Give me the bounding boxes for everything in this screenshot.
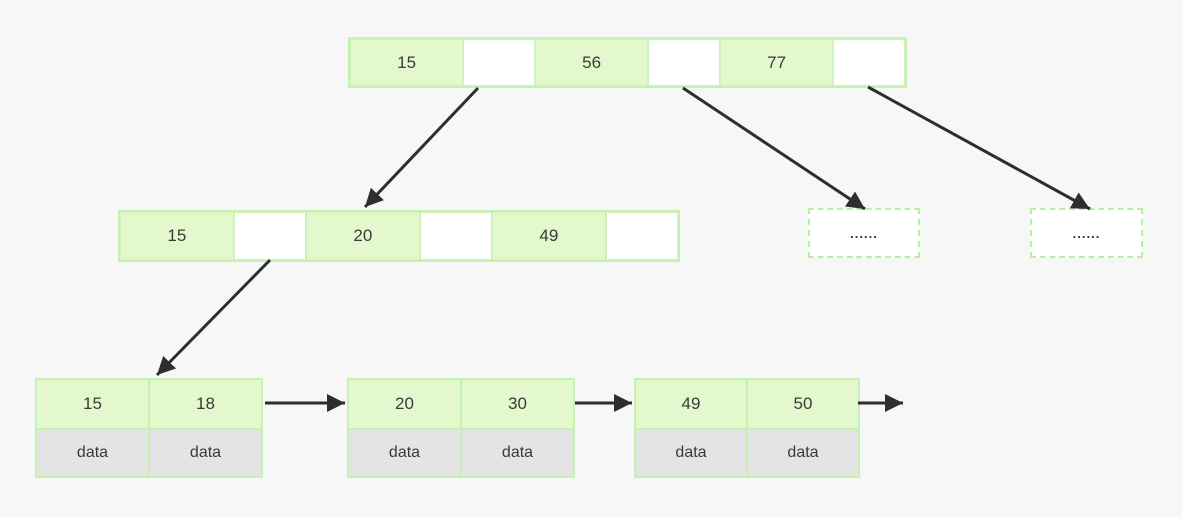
key-cell: 15 — [120, 212, 234, 260]
leaf-node: 49 50 data data — [634, 378, 860, 478]
root-index-node: 15 56 77 — [348, 37, 907, 88]
arrow-root-to-ellipsis-1 — [682, 86, 866, 211]
leaf-data-cell: data — [150, 429, 261, 476]
ellipsis-node: ...... — [808, 208, 920, 258]
leaf-node: 20 30 data data — [347, 378, 575, 478]
pointer-cell — [419, 212, 492, 260]
pointer-cell — [833, 39, 905, 86]
leaf-key-cell: 49 — [636, 380, 746, 428]
pointer-cell — [648, 39, 720, 86]
leaf-data-cell: data — [748, 429, 858, 476]
internal-index-node: 15 20 49 — [118, 210, 680, 262]
pointer-cell — [233, 212, 306, 260]
leaf-data-cell: data — [462, 429, 573, 476]
key-cell: 15 — [350, 39, 464, 86]
arrow-root-to-ellipsis-2 — [867, 85, 1091, 211]
key-cell: 56 — [535, 39, 649, 86]
key-cell: 49 — [492, 212, 606, 260]
ellipsis-node: ...... — [1030, 208, 1143, 258]
arrow-root-to-internal — [363, 86, 480, 209]
key-cell: 20 — [306, 212, 420, 260]
leaf-data-cell: data — [37, 429, 148, 476]
leaf-key-cell: 15 — [37, 380, 148, 428]
key-cell: 77 — [720, 39, 834, 86]
leaf-key-cell: 20 — [349, 380, 460, 428]
leaf-node: 15 18 data data — [35, 378, 263, 478]
pointer-cell — [605, 212, 678, 260]
arrow-internal-to-leaf — [155, 258, 272, 377]
leaf-key-cell: 18 — [150, 380, 261, 428]
leaf-data-cell: data — [636, 429, 746, 476]
leaf-key-cell: 50 — [748, 380, 858, 428]
leaf-key-cell: 30 — [462, 380, 573, 428]
pointer-cell — [463, 39, 535, 86]
leaf-data-cell: data — [349, 429, 460, 476]
